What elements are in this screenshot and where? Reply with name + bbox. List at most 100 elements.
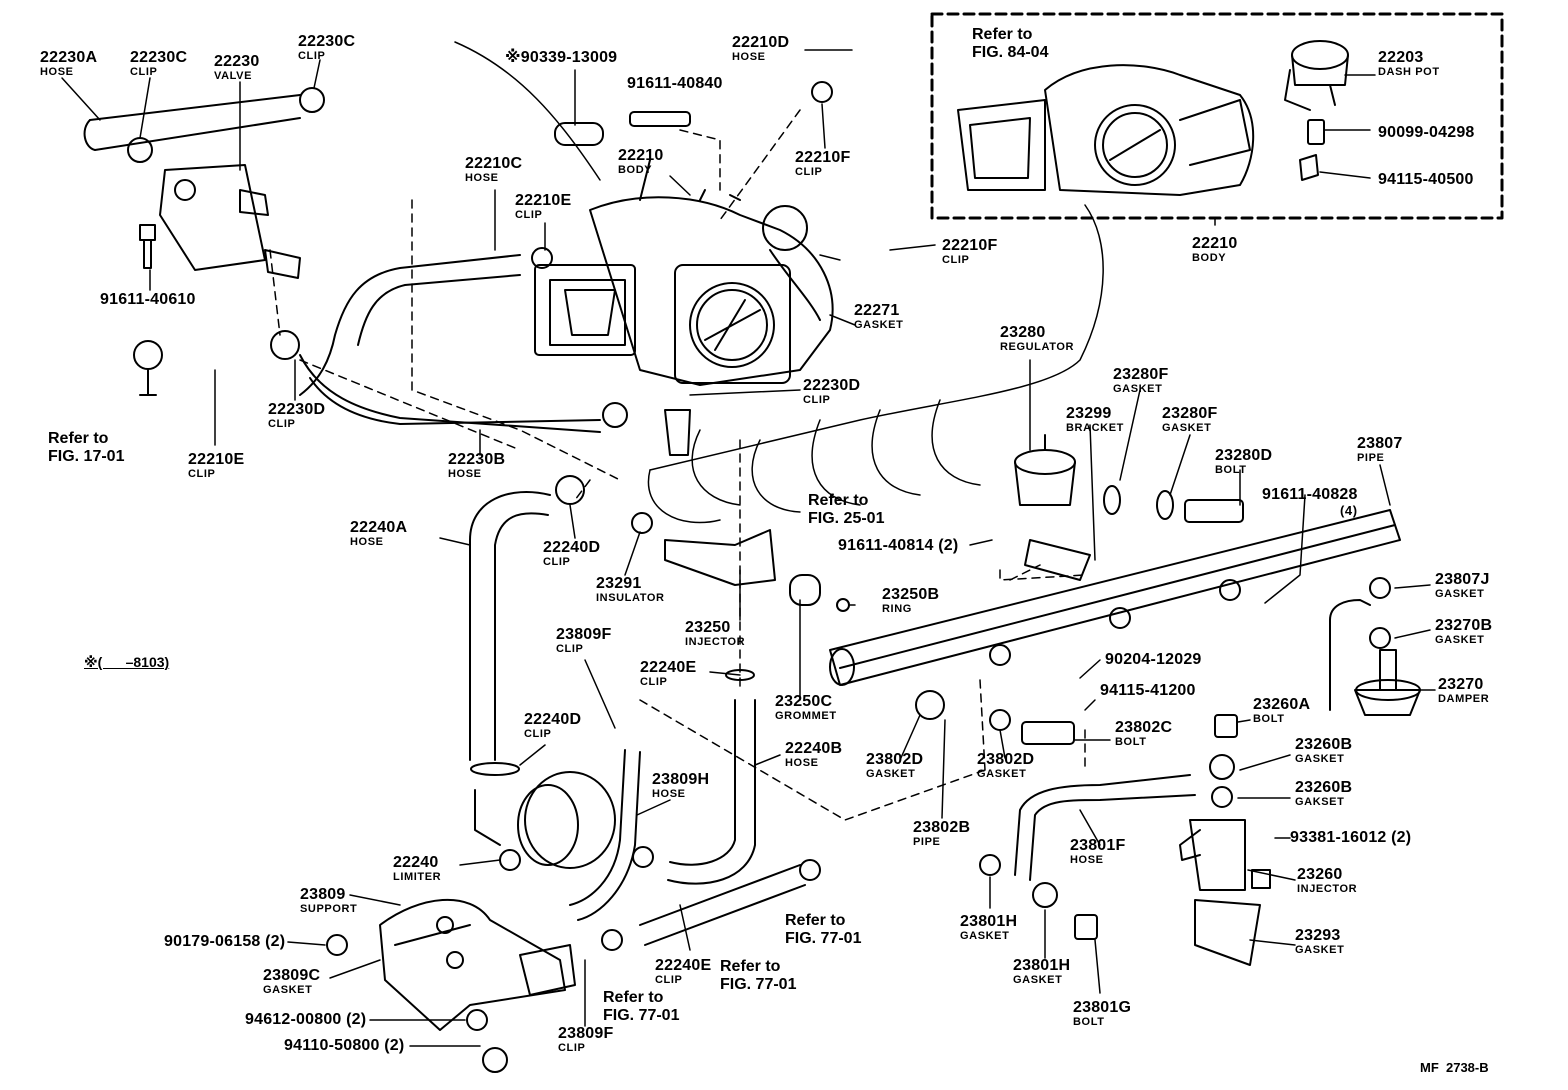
label-90179-06158: 90179-06158 (2) (164, 933, 286, 950)
ref-fig-25-01: Refer to FIG. 25-01 (808, 492, 885, 528)
label-91611-40828: 91611-40828(4) (1262, 486, 1358, 518)
ref-fig-77-01-c: Refer to FIG. 77-01 (603, 989, 680, 1025)
label-91611-40610: 91611-40610 (100, 291, 196, 308)
hose-23809h (569, 749, 641, 921)
ref-fig-77-01-b: Refer to FIG. 77-01 (720, 958, 797, 994)
footer-code: MF 2738-B (1420, 1060, 1489, 1075)
label-91611-40814: 91611-40814 (2) (838, 537, 959, 554)
label-90204-12029: 90204-12029 (1105, 651, 1202, 668)
ref-fig-84-04: Refer to FIG. 84-04 (972, 26, 1049, 62)
hose-22240b (667, 699, 756, 885)
support-bracket (379, 899, 576, 1031)
inset-box (930, 12, 1504, 220)
label-93381-16012: 93381-16012 (2) (1290, 829, 1412, 846)
hose-22230b (299, 254, 601, 433)
inset-throttle-body (957, 64, 1255, 196)
label-90099-04298: 90099-04298 (1378, 124, 1475, 141)
label-91611-40840: 91611-40840 (627, 75, 723, 92)
leader-lines (61, 49, 1436, 1047)
dashed-guides (269, 109, 1086, 821)
hose-bottom (639, 864, 806, 946)
damper (1329, 599, 1421, 716)
bolt-91611-40610 (139, 224, 156, 269)
ref-fig-77-01-a: Refer to FIG. 77-01 (785, 912, 862, 948)
regulator (1014, 434, 1091, 581)
label-94612-00800: 94612-00800 (2) (245, 1011, 367, 1028)
small-parts (127, 81, 1391, 1073)
throttle-body (534, 159, 834, 386)
label-94115-41200: 94115-41200 (1100, 682, 1196, 699)
label-94110-50800: 94110-50800 (2) (284, 1037, 405, 1054)
limiter (474, 771, 616, 871)
valve-22230 (159, 164, 301, 279)
intake-manifold (454, 41, 1104, 524)
note-range: ※( –8103) (84, 654, 170, 670)
hose-22230a (83, 94, 301, 151)
label-94115-40500: 94115-40500 (1378, 171, 1474, 188)
fuel-rail (829, 509, 1401, 686)
ref-fig-17-01: Refer to FIG. 17-01 (48, 430, 125, 466)
label-90339-13009: ※90339-13009 (505, 49, 618, 66)
dash-pot (1284, 40, 1349, 181)
hose-22240a (469, 491, 551, 761)
cold-start-injector (1179, 714, 1261, 966)
hose-23801f (1014, 774, 1196, 881)
